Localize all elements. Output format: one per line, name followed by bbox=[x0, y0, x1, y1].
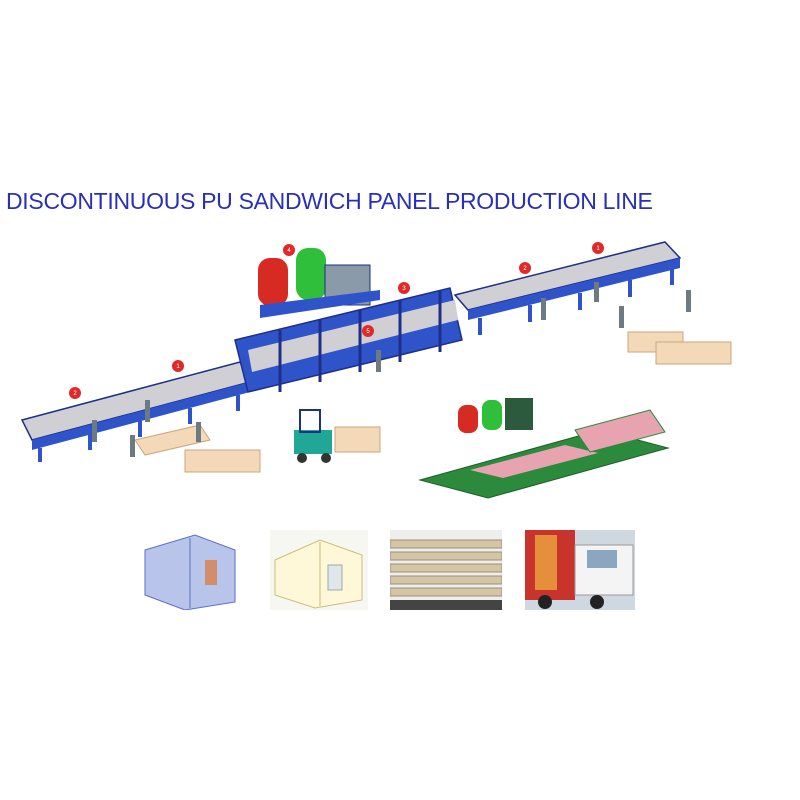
marker-1-left bbox=[172, 360, 184, 372]
marker-label-5: 5 bbox=[366, 329, 370, 335]
marker-label-4: 4 bbox=[287, 248, 291, 254]
marker-3 bbox=[398, 282, 410, 294]
operators bbox=[92, 282, 691, 457]
page-title: DISCONTINUOUS PU SANDWICH PANEL PRODUCTI… bbox=[6, 188, 653, 214]
marker-label-3: 3 bbox=[402, 286, 406, 292]
step-markers: 1 2 3 4 5 2 1 bbox=[69, 242, 604, 399]
cold-room-photo bbox=[135, 530, 245, 610]
marker-5 bbox=[362, 325, 374, 337]
marker-2-right bbox=[519, 262, 531, 274]
marker-4 bbox=[283, 244, 295, 256]
right-conveyor bbox=[453, 241, 682, 335]
green-line-machine bbox=[418, 398, 670, 499]
marker-label-1b: 1 bbox=[596, 246, 600, 252]
left-conveyor bbox=[20, 361, 252, 462]
foaming-machine bbox=[258, 248, 380, 318]
prefab-house-photo bbox=[270, 530, 368, 610]
production-line-diagram: 1 2 3 4 5 2 1 bbox=[20, 241, 732, 499]
panel-stack-photo bbox=[390, 530, 502, 610]
marker-label-1a: 1 bbox=[176, 364, 180, 370]
double-belt-press bbox=[234, 287, 463, 393]
marker-2-left bbox=[69, 387, 81, 399]
forklift bbox=[294, 409, 332, 463]
marker-1-right bbox=[592, 242, 604, 254]
panel-stacks bbox=[134, 331, 732, 473]
marker-label-2b: 2 bbox=[523, 266, 527, 272]
refrigerated-truck-photo bbox=[525, 530, 635, 610]
marker-label-2a: 2 bbox=[73, 391, 77, 397]
